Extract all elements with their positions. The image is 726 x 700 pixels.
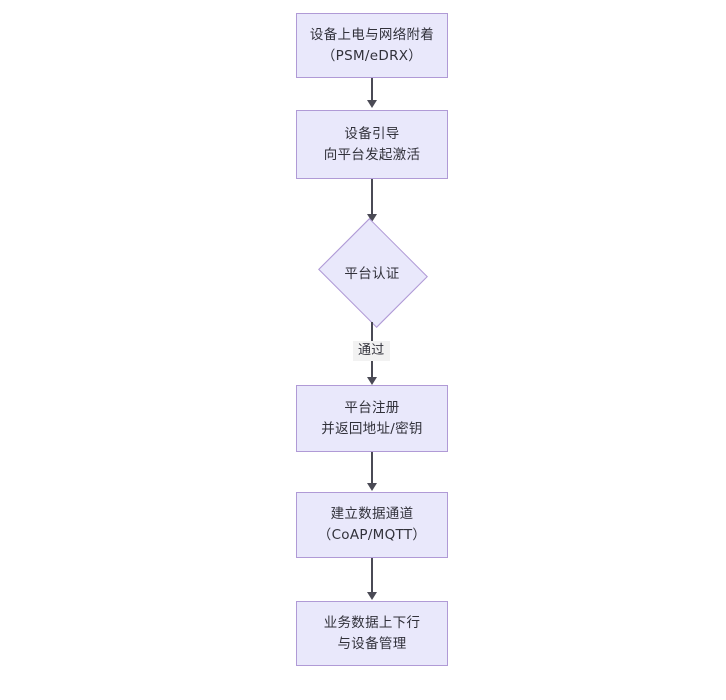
node-business-data[interactable]: 业务数据上下行 与设备管理 (296, 601, 448, 666)
node-platform-register[interactable]: 平台注册 并返回地址/密钥 (296, 385, 448, 452)
node-device-power-on[interactable]: 设备上电与网络附着 （PSM/eDRX） (296, 13, 448, 78)
arrowhead-n1-n2 (367, 100, 377, 108)
node-data-channel[interactable]: 建立数据通道 （CoAP/MQTT） (296, 492, 448, 558)
arrowhead-n4-n5 (367, 483, 377, 491)
node-device-bootstrap-line-1: 设备引导 (344, 125, 400, 142)
arrowhead-n3-n4 (367, 377, 377, 385)
node-device-power-on-line-1: 设备上电与网络附着 (309, 26, 435, 43)
connector-n1-n2 (371, 78, 373, 101)
node-platform-register-line-1: 平台注册 (344, 399, 400, 416)
node-platform-auth-label: 平台认证 (344, 266, 400, 282)
node-business-data-line-2: 与设备管理 (337, 635, 407, 652)
node-platform-auth-decision[interactable]: 平台认证 (316, 218, 428, 328)
node-data-channel-line-2: （CoAP/MQTT） (317, 527, 427, 543)
node-business-data-line-1: 业务数据上下行 (323, 614, 421, 631)
edge-label-pass: 通过 (353, 341, 390, 361)
arrowhead-n2-n3 (367, 214, 377, 222)
connector-n2-n3 (371, 179, 373, 215)
node-data-channel-line-1: 建立数据通道 (330, 506, 414, 523)
node-device-bootstrap[interactable]: 设备引导 向平台发起激活 (296, 110, 448, 179)
connector-n4-n5 (371, 452, 373, 484)
node-device-bootstrap-line-2: 向平台发起激活 (323, 146, 421, 163)
connector-n5-n6 (371, 558, 373, 593)
node-device-power-on-line-2: （PSM/eDRX） (321, 47, 423, 64)
node-platform-register-line-2: 并返回地址/密钥 (321, 420, 423, 437)
arrowhead-n5-n6 (367, 592, 377, 600)
